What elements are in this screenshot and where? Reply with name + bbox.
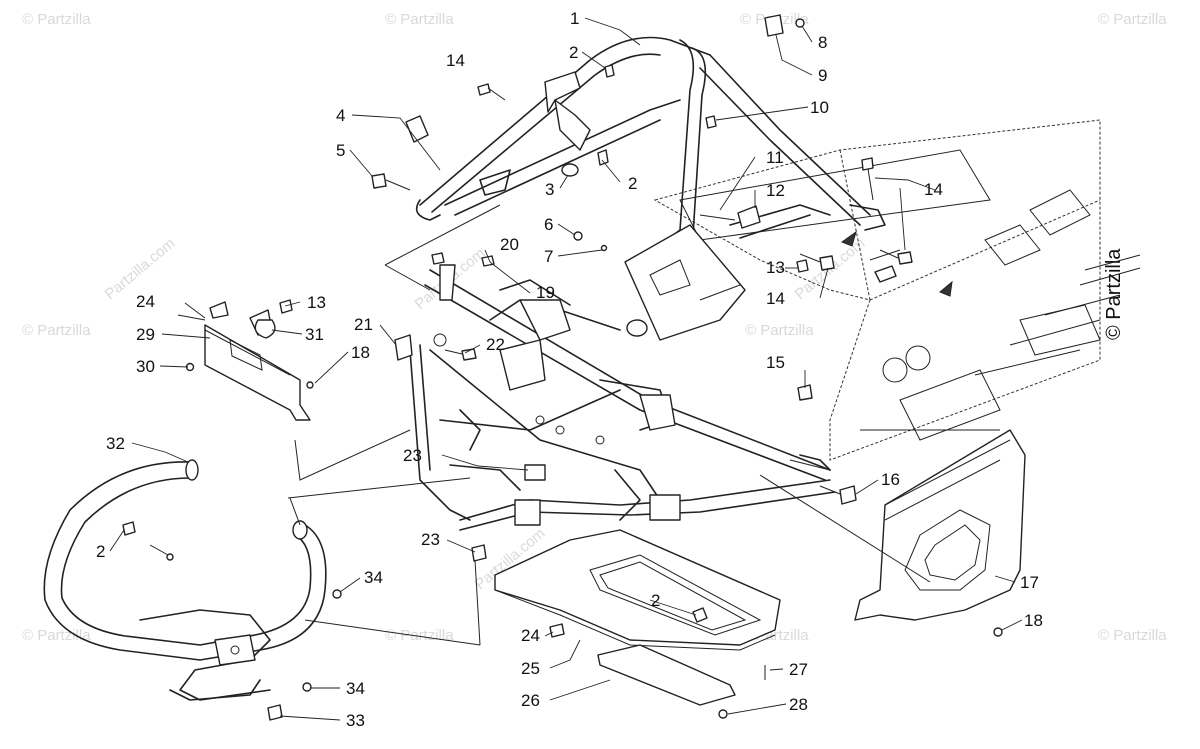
callout-22: 22	[486, 335, 505, 354]
callout-2a: 2	[569, 43, 578, 62]
callout-27: 27	[789, 660, 808, 679]
callout-14b: 14	[924, 180, 943, 199]
callout-2d: 2	[651, 591, 660, 610]
callout-13a: 13	[766, 258, 785, 277]
callout-14a: 14	[446, 51, 465, 70]
callout-25: 25	[521, 659, 540, 678]
callout-31: 31	[305, 325, 324, 344]
watermark-top-left: © Partzilla	[22, 11, 91, 28]
callout-17: 17	[1020, 573, 1039, 592]
callout-12: 12	[766, 181, 785, 200]
callout-2b: 2	[628, 174, 637, 193]
callout-2c: 2	[96, 542, 105, 561]
callout-3: 3	[545, 180, 554, 199]
watermark-top-far-right: © Partzilla	[1098, 11, 1167, 28]
tunnel-chassis	[653, 119, 1141, 461]
callout-30: 30	[136, 357, 155, 376]
watermark-bottom-left: © Partzilla	[22, 627, 91, 644]
watermark-top-mid: © Partzilla	[385, 11, 454, 28]
callout-10: 10	[810, 98, 829, 117]
callout-15: 15	[766, 353, 785, 372]
reference-lines	[287, 204, 1000, 646]
callout-8: 8	[818, 33, 827, 52]
callout-4: 4	[336, 106, 345, 125]
callout-18a: 18	[351, 343, 370, 362]
callout-29: 29	[136, 325, 155, 344]
watermark-bottom-mid: © Partzilla	[385, 627, 454, 644]
callout-23b: 23	[421, 530, 440, 549]
side-panel	[854, 429, 1026, 621]
callout-21: 21	[354, 315, 373, 334]
watermark-mid-right: © Partzilla	[745, 322, 814, 339]
watermark-bottom-far-right: © Partzilla	[1098, 627, 1167, 644]
brand-label: © Partzilla	[1103, 248, 1125, 340]
hardware	[122, 14, 1003, 721]
callout-33: 33	[346, 711, 365, 730]
callout-32: 32	[106, 434, 125, 453]
steering-support	[415, 36, 886, 246]
callout-34a: 34	[364, 568, 383, 587]
callout-13b: 13	[307, 293, 326, 312]
callout-18b: 18	[1024, 611, 1043, 630]
callout-11: 11	[766, 148, 784, 167]
callout-6: 6	[544, 215, 553, 234]
callout-14c: 14	[766, 289, 785, 308]
callout-16: 16	[881, 470, 900, 489]
watermark-mid-left: © Partzilla	[22, 322, 91, 339]
callout-24b: 24	[521, 626, 540, 645]
callout-26: 26	[521, 691, 540, 710]
callout-20: 20	[500, 235, 519, 254]
callout-24a: 24	[136, 292, 155, 311]
leaders	[109, 17, 1023, 721]
callout-5: 5	[336, 141, 345, 160]
front-frame	[409, 264, 836, 531]
skid-plate	[494, 529, 781, 651]
callout-23a: 23	[403, 446, 422, 465]
lower-plate	[597, 644, 736, 706]
front-bumper	[43, 459, 327, 701]
callouts: 1 2 2 3 4 5 6 7 8 9 10 11 12 13 13 14 14…	[96, 9, 1043, 730]
callout-1: 1	[570, 9, 579, 28]
callout-28: 28	[789, 695, 808, 714]
steering-bracket	[624, 224, 746, 341]
callout-7: 7	[544, 247, 553, 266]
callout-34b: 34	[346, 679, 365, 698]
callout-19: 19	[536, 283, 555, 302]
callout-9: 9	[818, 66, 827, 85]
